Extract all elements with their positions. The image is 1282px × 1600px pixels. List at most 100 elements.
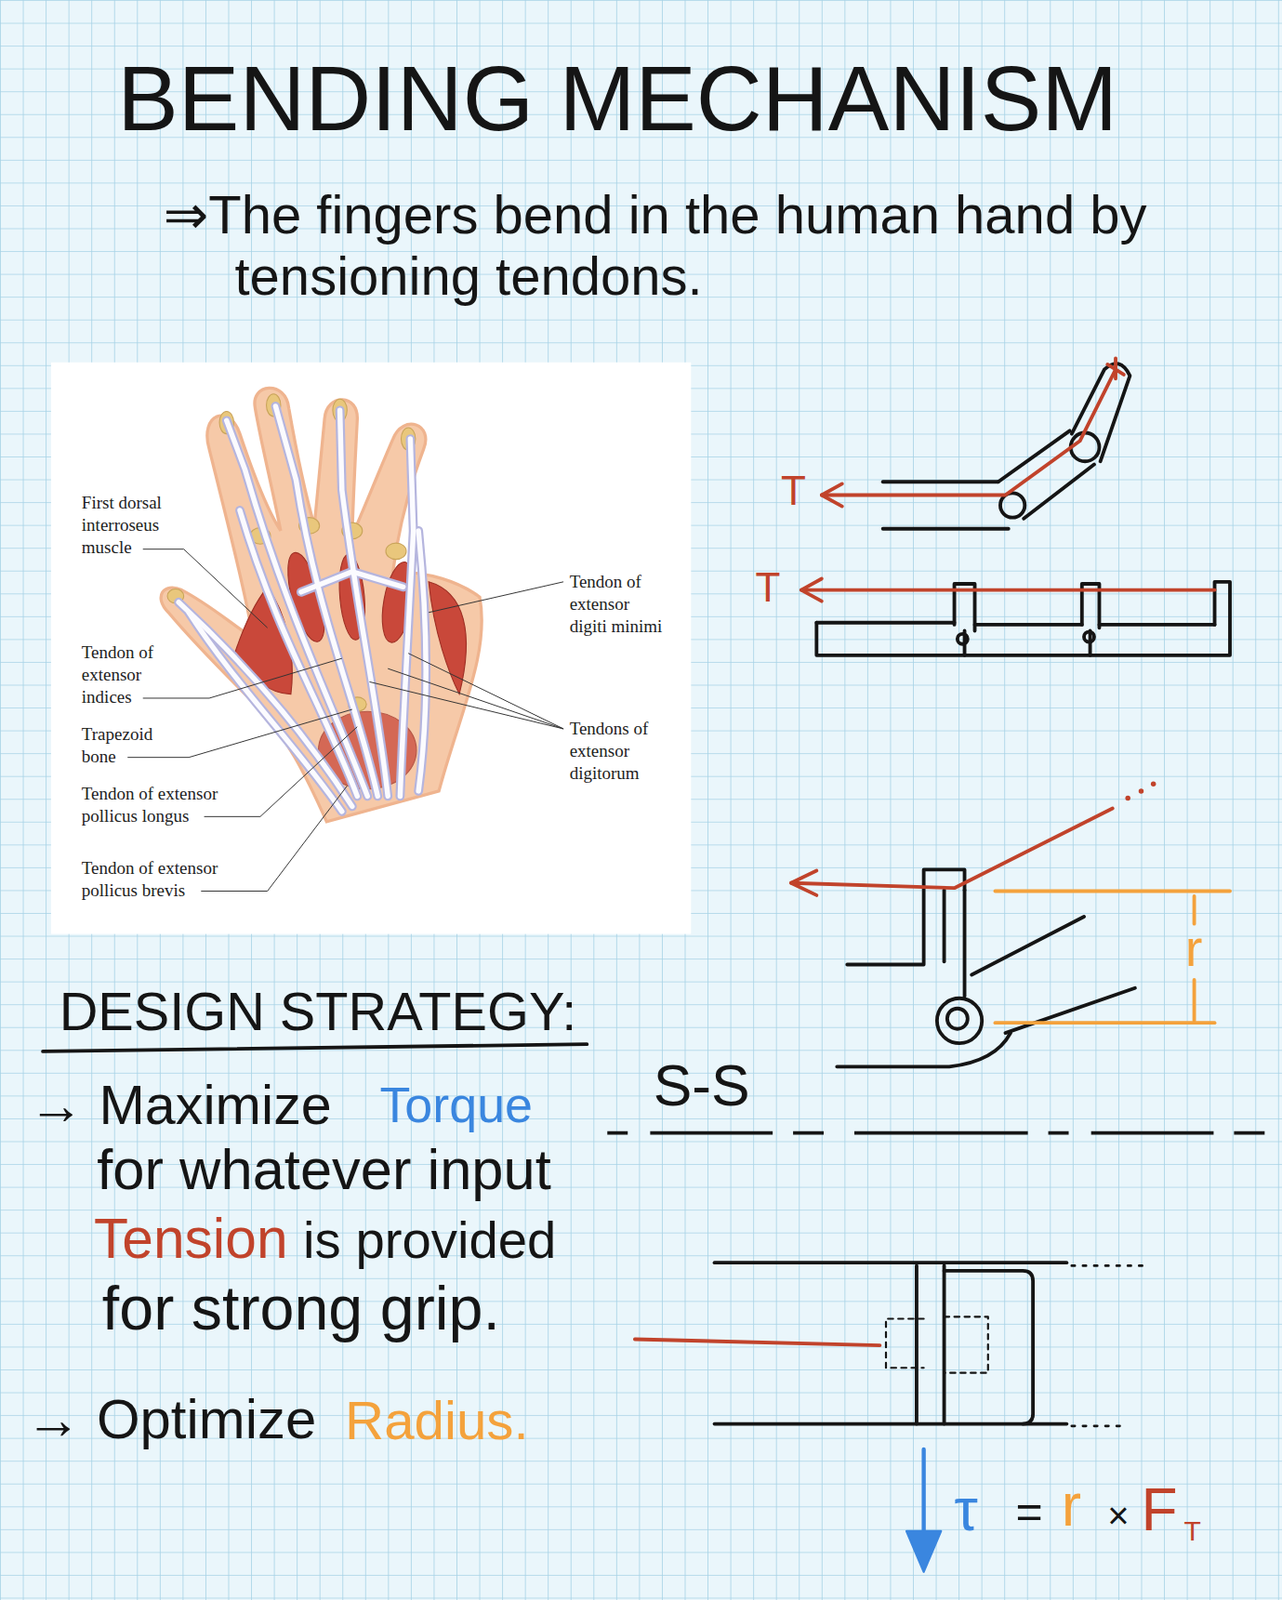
- underline: [42, 1044, 587, 1052]
- leader-line: [127, 709, 353, 758]
- straight-finger-sketch: [816, 581, 1230, 656]
- straight-finger-sketch: [964, 631, 1091, 656]
- strategy-text: for strong grip.: [102, 1272, 501, 1344]
- hand-illustration: [127, 387, 564, 891]
- straight-finger-sketch: [801, 579, 1230, 656]
- section-view-sketch: [1071, 1424, 1128, 1428]
- joint-detail-sketch: [937, 998, 982, 1044]
- section-view-sketch: [914, 1265, 919, 1424]
- strategy-text: → Maximize: [28, 1073, 332, 1137]
- leader-line: [428, 581, 564, 613]
- joint-detail-sketch: [1138, 788, 1144, 793]
- radius-dimension: [994, 1020, 1215, 1025]
- leader-line: [143, 658, 343, 699]
- joint-detail-sketch: [836, 1032, 1011, 1067]
- anatomy-label: Tendon of extensor pollicus longus: [81, 782, 240, 828]
- anatomy-label: First dorsal interroseus muscle: [81, 491, 180, 559]
- anatomy-label: Tendon of extensor pollicus brevis: [81, 857, 240, 902]
- bent-finger-sketch: [883, 363, 1131, 529]
- joint-detail-sketch: [1004, 988, 1135, 1033]
- anatomy-label: Tendons of extensor digitorum: [569, 717, 671, 785]
- tendon: [275, 406, 378, 796]
- anatomy-label: Tendon of extensor digiti minimi: [569, 570, 671, 638]
- straight-finger-sketch: [816, 622, 1215, 625]
- formula-symbol: ×: [1107, 1493, 1129, 1537]
- muscle: [428, 581, 466, 695]
- joint-detail-sketch: [963, 889, 967, 996]
- tension-label: T: [754, 564, 780, 612]
- tension-label: T: [780, 467, 807, 516]
- bent-finger-sketch: [883, 479, 999, 484]
- section-view-sketch: [714, 1422, 1068, 1427]
- intro-note: ⇒The fingers bend in the human hand by t…: [163, 184, 1267, 307]
- leader-line: [127, 549, 564, 892]
- leader-line: [369, 681, 564, 729]
- tendon: [340, 409, 389, 796]
- section-view-sketch: [1071, 1265, 1144, 1426]
- formula-symbol: τ: [954, 1476, 979, 1546]
- formula-symbol: =: [1015, 1485, 1043, 1540]
- joint-detail-sketch: [942, 889, 947, 962]
- strategy-keyword: Radius.: [344, 1388, 529, 1452]
- radius-label: r: [1185, 918, 1203, 979]
- hand-skin: [160, 387, 482, 822]
- bone: [385, 542, 407, 560]
- strategy-keyword: Tension: [93, 1206, 289, 1272]
- tendon: [301, 571, 404, 593]
- strategy-text: is provided: [303, 1210, 556, 1271]
- bent-finger-sketch: [821, 483, 843, 506]
- straight-finger-sketch: [801, 588, 1216, 593]
- straight-finger-sketch: [1083, 632, 1095, 643]
- strategy-text: → Optimize: [25, 1387, 317, 1453]
- leader-line: [387, 668, 564, 729]
- anatomy-label: Trapezoid bone: [81, 723, 171, 768]
- bent-finger-sketch: [1107, 357, 1124, 379]
- strategy-text: for whatever input: [96, 1136, 551, 1203]
- photo-panel: [51, 362, 691, 935]
- formula-symbol: F: [1140, 1476, 1177, 1546]
- bent-finger-sketch: [821, 357, 1131, 529]
- leader-line: [143, 549, 268, 629]
- section-cut-line: [607, 1131, 1282, 1136]
- section-view-sketch: [942, 1265, 947, 1424]
- tendon: [399, 438, 413, 796]
- tendon: [188, 612, 343, 812]
- leader-line: [200, 785, 347, 891]
- section-view-sketch: [634, 1338, 881, 1346]
- tendon: [178, 406, 426, 812]
- strategy-keyword: Torque: [379, 1076, 533, 1135]
- bent-finger-sketch: [821, 369, 1116, 495]
- joint-detail-sketch: [947, 1008, 968, 1030]
- radius-dimension: [994, 889, 1230, 894]
- section-view-sketch: [714, 1260, 1068, 1265]
- straight-finger-sketch: [816, 581, 1230, 656]
- joint-detail-sketch: [791, 871, 817, 896]
- section-view-sketch: [1071, 1264, 1144, 1268]
- section-view-sketch: [906, 1531, 941, 1573]
- joint-detail-sketch: [971, 916, 1084, 976]
- bent-finger-sketch: [883, 527, 1009, 531]
- radius-dimension: [994, 890, 1230, 1023]
- straight-finger-sketch: [801, 579, 1216, 602]
- joint-detail-sketch: [791, 808, 1113, 896]
- section-view-sketch: [944, 1316, 989, 1373]
- formula-symbol: r: [1061, 1471, 1082, 1541]
- tendon-outline: [399, 438, 413, 796]
- bent-finger-sketch: [1070, 433, 1100, 463]
- bone: [167, 394, 416, 712]
- joint-detail-sketch: [791, 780, 1230, 1067]
- joint-detail-sketch: [791, 808, 1113, 889]
- section-view-sketch: [944, 1270, 1034, 1425]
- joint-detail-sketch: [1150, 780, 1156, 786]
- straight-finger-sketch: [957, 634, 968, 645]
- straight-finger-sketch: [801, 579, 822, 602]
- section-view-sketch: [885, 1319, 925, 1369]
- section-heading: DESIGN STRATEGY:: [59, 980, 578, 1043]
- tendon-outline: [178, 406, 426, 812]
- anatomy-label: Tendon of extensor indices: [81, 641, 171, 709]
- bent-finger-sketch: [1071, 363, 1131, 462]
- formula-symbol: T: [1184, 1515, 1202, 1548]
